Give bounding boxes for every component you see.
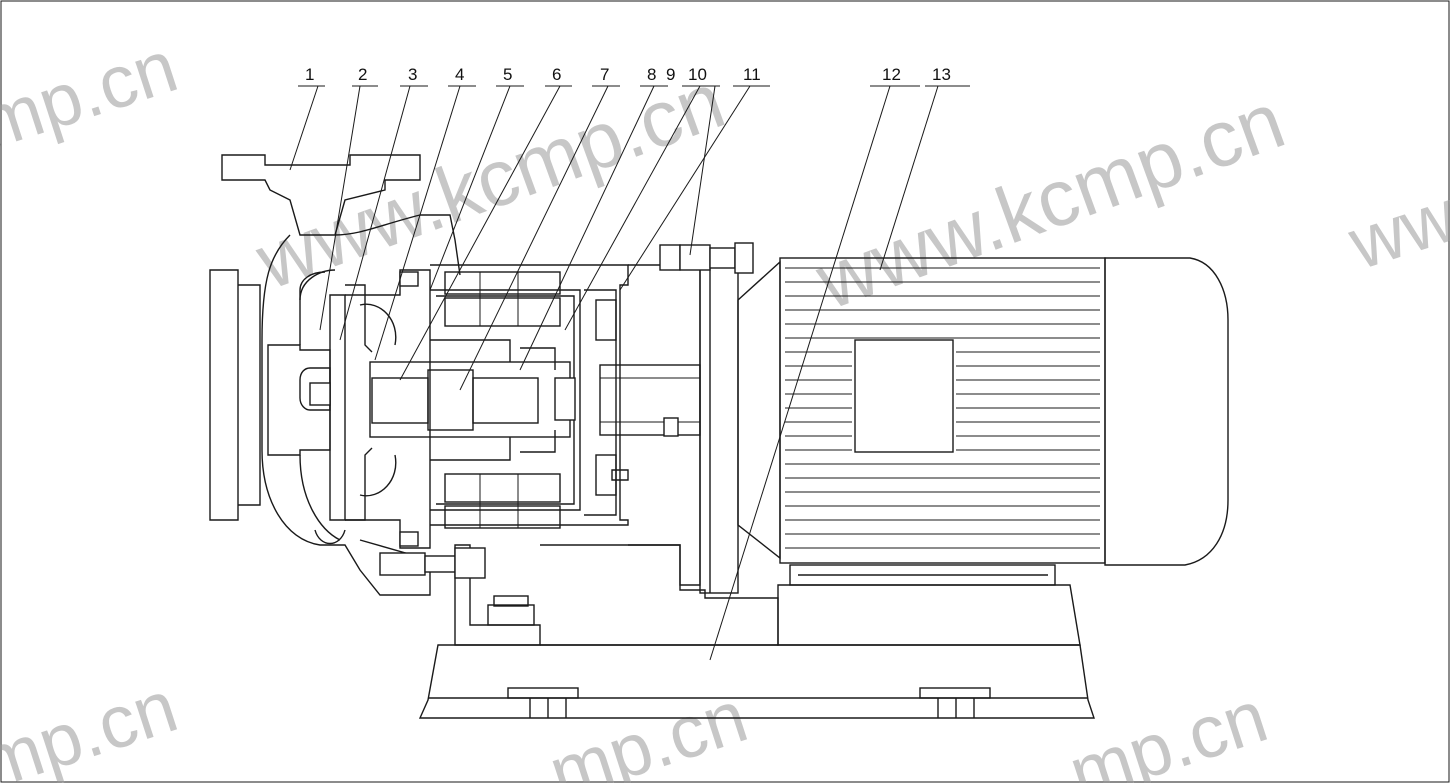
impeller-nut (309, 382, 331, 406)
part-label: 4 (455, 65, 464, 84)
inner-magnet-rotor (427, 369, 474, 431)
terminal-box (854, 339, 954, 453)
magnetic-coupling (369, 264, 629, 529)
cooling-fins (785, 267, 1100, 549)
key-icon (663, 417, 679, 437)
part-label: 1 (305, 65, 314, 84)
watermark: mp.cn (539, 674, 756, 783)
watermarks: mp.cn www.kcmp.cn www.kcmp.cn ww mp.cn m… (0, 24, 1450, 783)
electric-motor (737, 257, 1229, 566)
support-bracket (454, 544, 779, 646)
part-label: 2 (358, 65, 367, 84)
watermark: www.kcmp.cn (804, 75, 1295, 326)
part-label: 13 (932, 65, 951, 84)
pump-casing (209, 154, 486, 596)
part-label: 8 (647, 65, 656, 84)
part-label: 7 (600, 65, 609, 84)
watermark: mp.cn (0, 664, 187, 783)
part-label: 10 (688, 65, 707, 84)
part-label: 5 (503, 65, 512, 84)
part-callouts: 1 2 3 4 5 6 7 8 9 10 11 12 13 (289, 65, 970, 661)
part-label: 6 (552, 65, 561, 84)
part-label: 12 (882, 65, 901, 84)
watermark: mp.cn (0, 24, 187, 165)
top-bolt-nut (659, 244, 681, 271)
watermark: mp.cn (1059, 674, 1276, 783)
watermark: ww (1338, 173, 1450, 285)
motor-adapter (595, 242, 754, 594)
part-label: 9 (666, 65, 675, 84)
shaft-nut (554, 377, 576, 421)
part-label: 11 (743, 65, 761, 84)
part-label: 3 (408, 65, 417, 84)
base-plate (418, 644, 1095, 719)
motor-feet (777, 564, 1081, 646)
casing-bolt (379, 552, 426, 576)
